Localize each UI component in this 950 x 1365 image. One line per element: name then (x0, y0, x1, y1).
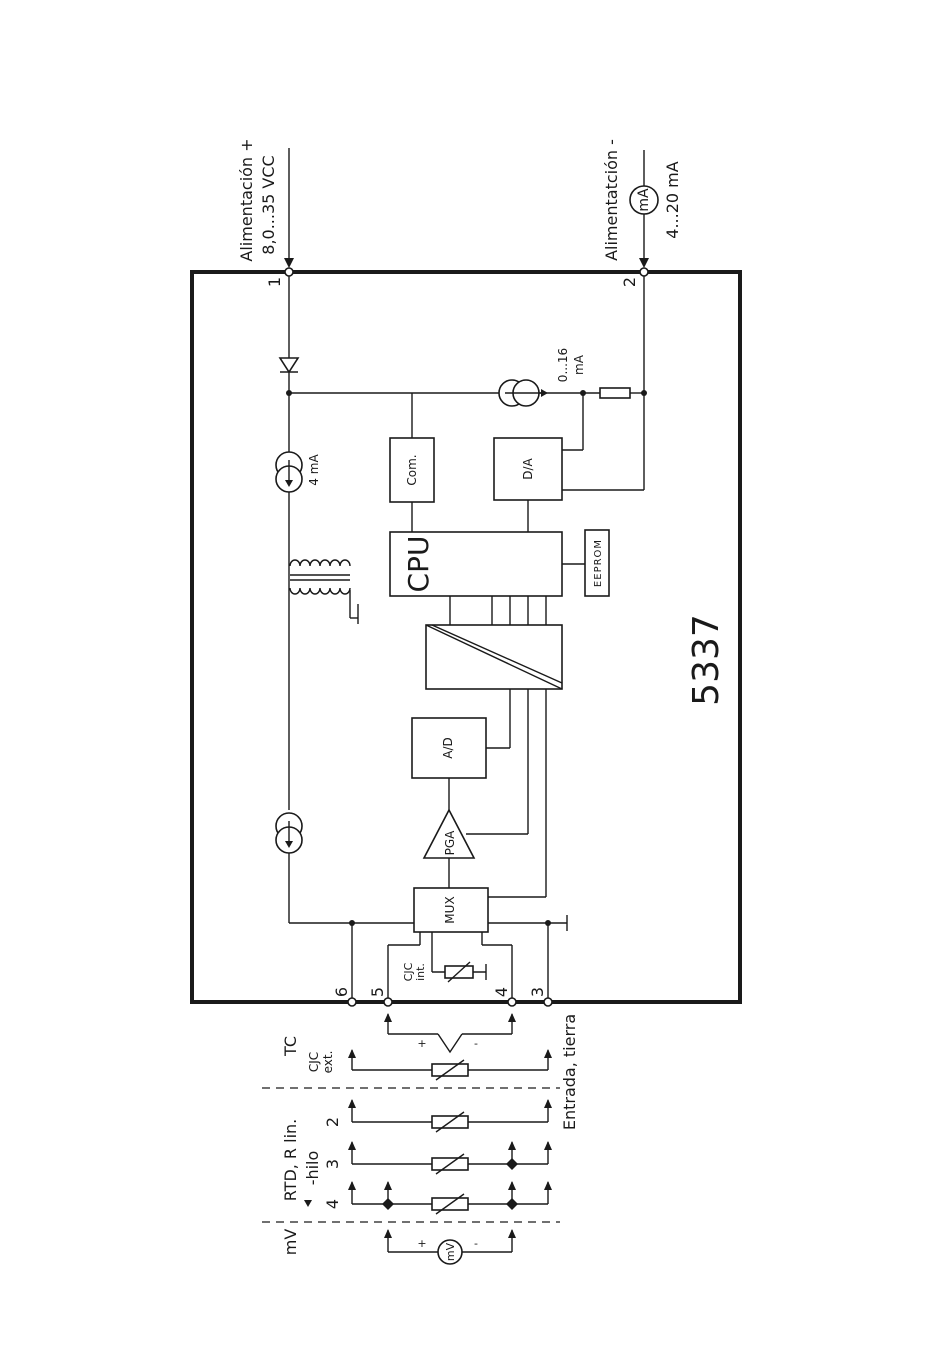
terminal-3 (544, 998, 552, 1006)
rtd-wire-label: -hilo (303, 1151, 322, 1186)
diode-icon (280, 358, 298, 372)
supply-plus-label: Alimentación + (237, 138, 256, 261)
input-ground-label: Entrada, tierra (560, 1014, 579, 1130)
rtd-4-wire-label: 4 (323, 1199, 342, 1209)
rtd-label: RTD, R lin. (281, 1119, 300, 1202)
terminal-6 (348, 998, 356, 1006)
pga-label: PGA (443, 830, 457, 856)
com-label: Com. (405, 454, 419, 485)
model-number: 5337 (686, 614, 727, 706)
ad-label: A/D (441, 737, 455, 759)
terminal-5 (384, 998, 392, 1006)
terminal-4 (508, 998, 516, 1006)
mv-label: mV (281, 1229, 300, 1256)
supply-minus-range: 4...20 mA (663, 161, 682, 238)
rtd-3-wire-label: 3 (323, 1159, 342, 1169)
rtd-4-wire (348, 1181, 552, 1214)
terminal-4-label: 4 (492, 987, 511, 997)
tc-plus: + (417, 1037, 426, 1050)
terminal-1 (285, 268, 293, 276)
rtd-3-wire (348, 1141, 552, 1174)
mv-plus: + (417, 1237, 426, 1250)
supply-minus-label: Alimentatción - (602, 139, 621, 261)
mv-source-label: mV (444, 1242, 457, 1261)
output-range-unit: mA (572, 354, 586, 375)
tc-minus: - (474, 1037, 478, 1050)
current-4ma-label: 4 mA (307, 454, 321, 486)
cpu-label: CPU (402, 536, 435, 593)
transformer-icon (290, 560, 358, 624)
eeprom-label: EEPROM (593, 539, 604, 587)
sense-resistor-icon (600, 388, 630, 398)
terminal-2 (640, 268, 648, 276)
da-label: D/A (521, 457, 535, 479)
rtd-2-wire (348, 1099, 552, 1132)
rtd-2-wire-label: 2 (323, 1117, 342, 1127)
output-range-label: 0...16 (556, 348, 570, 382)
cjc-ext-label: CJC (307, 1052, 321, 1072)
mux-label: MUX (443, 896, 457, 923)
terminal-5-label: 5 (368, 987, 387, 997)
terminal-6-label: 6 (332, 987, 351, 997)
ma-meter-label: mA (636, 188, 652, 212)
mv-minus: - (474, 1237, 478, 1250)
cjc-ext-label-2: ext. (321, 1051, 335, 1074)
cjc-int-label-2: int. (414, 963, 427, 981)
terminal-3-label: 3 (528, 987, 547, 997)
rtd-arrow-icon (304, 1200, 312, 1207)
tc-label: TC (281, 1036, 300, 1057)
supply-plus-voltage: 8,0...35 VCC (259, 155, 278, 254)
tc-input (348, 1013, 552, 1080)
terminal-1-label: 1 (265, 277, 284, 287)
terminal-2-label: 2 (620, 277, 639, 287)
